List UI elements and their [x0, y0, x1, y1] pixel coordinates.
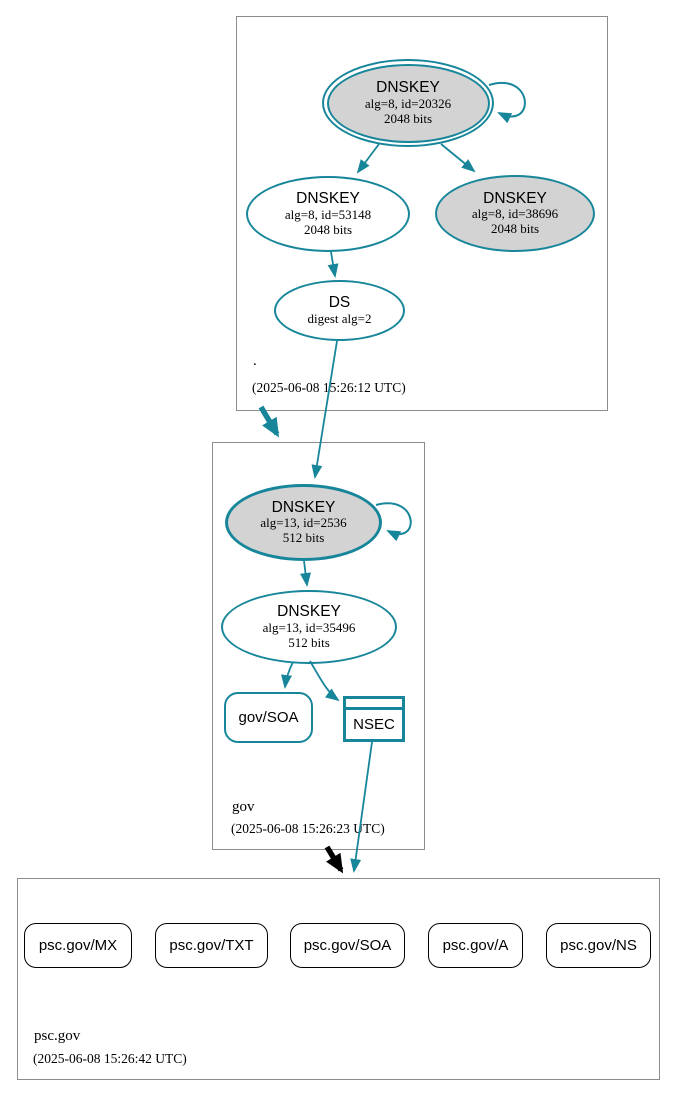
zone-timestamp-psc-gov: (2025-06-08 15:26:42 UTC)	[33, 1051, 187, 1066]
zone-label-gov: gov	[232, 799, 255, 815]
node-detail: alg=8, id=38696	[471, 206, 559, 222]
rrset-label: psc.gov/SOA	[303, 937, 392, 954]
zone-box-psc-gov: psc.gov (2025-06-08 15:26:42 UTC)	[17, 878, 660, 1080]
node-detail: alg=8, id=53148	[284, 206, 372, 222]
node-title: DNSKEY	[483, 189, 547, 207]
node-detail: alg=13, id=35496	[262, 619, 356, 635]
ds-node-gov[interactable]: DS digest alg=2	[274, 280, 405, 341]
node-title: DNSKEY	[277, 603, 341, 621]
node-detail: 2048 bits	[383, 110, 433, 126]
node-detail: 2048 bits	[303, 221, 353, 237]
dnskey-node-gov-ksk[interactable]: DNSKEY alg=13, id=2536 512 bits	[225, 484, 382, 561]
zone-label-root: .	[253, 353, 257, 369]
node-title: DS	[328, 294, 351, 312]
rrset-label: psc.gov/A	[442, 937, 509, 954]
rrset-label: psc.gov/NS	[560, 937, 637, 954]
node-detail: alg=8, id=20326	[364, 95, 452, 111]
zone-timestamp-gov: (2025-06-08 15:26:23 UTC)	[231, 821, 385, 836]
edge-gov-delegation-to-psc	[324, 845, 344, 874]
rrset-node-gov-soa[interactable]: gov/SOA	[224, 692, 313, 743]
node-detail: 512 bits	[288, 634, 330, 650]
zone-label-psc-gov: psc.gov	[34, 1028, 81, 1044]
nsec-label: NSEC	[346, 710, 402, 739]
edge-root-delegation-to-gov	[258, 405, 280, 438]
node-title: DNSKEY	[271, 498, 336, 516]
node-detail: digest alg=2	[307, 310, 372, 326]
node-detail: 512 bits	[282, 530, 325, 546]
rrset-node-psc-gov-a[interactable]: psc.gov/A	[428, 923, 523, 968]
dnskey-node-root-zsk[interactable]: DNSKEY alg=8, id=53148 2048 bits	[246, 176, 410, 252]
rrset-label: psc.gov/TXT	[169, 937, 254, 954]
dnskey-node-root-ksk-inner: DNSKEY alg=8, id=20326 2048 bits	[326, 63, 490, 143]
rrset-node-psc-gov-ns[interactable]: psc.gov/NS	[546, 923, 651, 968]
rrset-label: gov/SOA	[238, 709, 299, 726]
rrset-node-psc-gov-txt[interactable]: psc.gov/TXT	[155, 923, 268, 968]
node-detail: alg=13, id=2536	[260, 515, 347, 531]
dnskey-node-root-38696[interactable]: DNSKEY alg=8, id=38696 2048 bits	[435, 175, 595, 252]
rrset-node-psc-gov-mx[interactable]: psc.gov/MX	[24, 923, 132, 968]
nsec-top-cell	[346, 699, 402, 707]
node-detail: 2048 bits	[490, 221, 540, 237]
rrset-node-psc-gov-soa[interactable]: psc.gov/SOA	[290, 923, 405, 968]
nsec-node-gov[interactable]: NSEC	[343, 696, 405, 742]
zone-timestamp-root: (2025-06-08 15:26:12 UTC)	[252, 380, 406, 395]
node-title: DNSKEY	[296, 190, 360, 208]
dnskey-node-gov-zsk[interactable]: DNSKEY alg=13, id=35496 512 bits	[221, 590, 397, 664]
dnskey-node-root-ksk[interactable]: DNSKEY alg=8, id=20326 2048 bits	[322, 59, 494, 147]
node-title: DNSKEY	[376, 79, 440, 97]
rrset-label: psc.gov/MX	[38, 937, 118, 954]
